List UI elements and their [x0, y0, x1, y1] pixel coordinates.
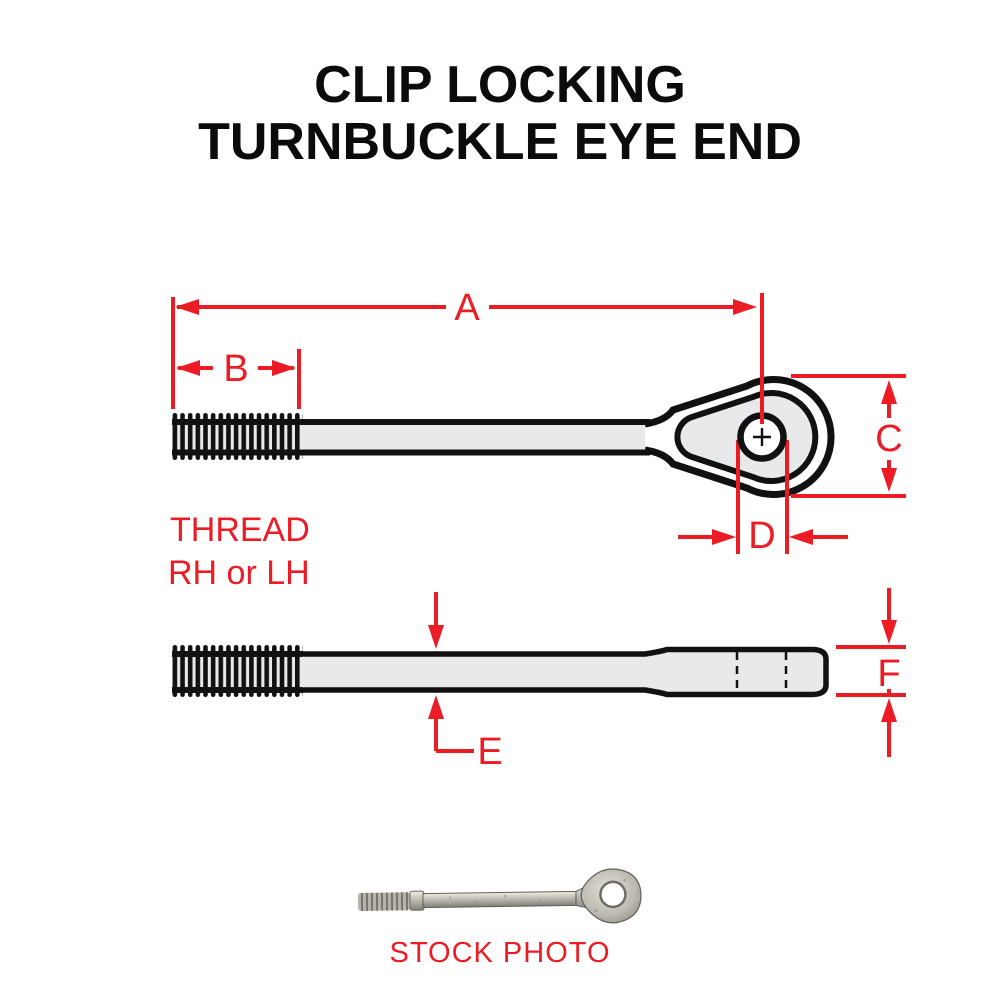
edge-view-fill [302, 649, 826, 695]
arrowhead-up-icon [881, 380, 897, 404]
arrowhead-left-icon [789, 529, 813, 545]
thread-note: THREAD RH or LH [168, 511, 310, 592]
stock-photo-caption: STOCK PHOTO [389, 937, 610, 969]
arrowhead-down-icon [881, 620, 897, 644]
photo-part [357, 868, 642, 924]
photo-collar [409, 890, 425, 911]
thread-ridges [172, 413, 303, 460]
thread-note-line1: THREAD [170, 511, 310, 549]
arrowhead-up-icon [428, 695, 444, 719]
arrowhead-down-icon [881, 468, 897, 492]
dim-label-c: C [875, 418, 902, 460]
eye-hole-center-crosshair [753, 428, 771, 446]
arrowhead-left-icon [175, 299, 199, 315]
dim-label-e: E [477, 731, 502, 773]
shank-side-view [302, 419, 652, 456]
photo-eye-hole [599, 880, 627, 909]
dimension-a: A [171, 287, 764, 424]
dim-label-d: D [748, 515, 775, 557]
arrowhead-left-icon [176, 360, 200, 376]
arrowhead-up-icon [881, 698, 897, 722]
dim-label-a: A [454, 287, 480, 329]
eye-end-side-view [644, 376, 835, 554]
arrowhead-right-icon [712, 529, 736, 545]
threaded-section-edge-view [172, 645, 303, 697]
eye-outer-contour [644, 376, 835, 498]
dim-label-f: F [877, 653, 900, 695]
page-title: CLIP LOCKING TURNBUCKLE EYE END [0, 57, 1000, 171]
shank-and-flat-end-edge-view [302, 646, 829, 698]
dimension-e: E [428, 592, 503, 773]
stock-photo [357, 868, 642, 924]
photo-speckles [448, 878, 627, 913]
threaded-section-side-view [172, 413, 303, 460]
dimension-d: D [678, 515, 848, 557]
page-title-line1: CLIP LOCKING [314, 56, 686, 114]
dimension-f: F [836, 588, 906, 757]
edge-view-contour [302, 646, 829, 698]
dim-label-b: B [223, 348, 248, 390]
edge-view-drawing: E F [172, 588, 906, 773]
side-view-drawing: A B C D [168, 287, 906, 592]
thread-note-line2: RH or LH [168, 554, 310, 592]
dimension-b: B [176, 348, 301, 409]
photo-thread-ridges [360, 892, 409, 911]
dimension-c: C [791, 374, 906, 498]
arrowhead-right-icon [272, 360, 296, 376]
thread-ridges [172, 645, 303, 697]
page-title-line2: TURNBUCKLE EYE END [198, 113, 802, 171]
arrowhead-right-icon [733, 299, 757, 315]
arrowhead-down-icon [428, 625, 444, 649]
photo-shank [422, 890, 579, 909]
